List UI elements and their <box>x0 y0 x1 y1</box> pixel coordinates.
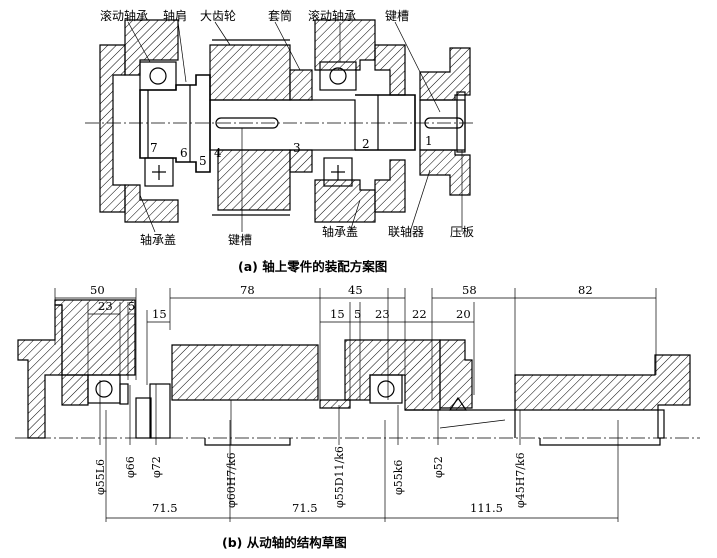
dim-111-5: 111.5 <box>470 501 503 515</box>
label-shoulder: 轴肩 <box>163 8 187 23</box>
segment-3: 3 <box>293 141 301 155</box>
dim-15-right: 15 <box>330 307 345 321</box>
sleeve <box>289 69 313 101</box>
segment-2: 2 <box>362 137 370 151</box>
left-bearing-cover <box>99 44 126 213</box>
shaft-structure-sketch: 50 23 5 15 78 45 15 5 23 22 58 20 82 <box>15 283 700 550</box>
coupling-b <box>514 354 691 411</box>
gear-keyway <box>215 117 279 129</box>
label-bearing-cover-left: 轴承盖 <box>140 232 176 247</box>
housing-left-b <box>17 304 63 439</box>
segment-7: 7 <box>150 141 158 155</box>
dim-50: 50 <box>90 283 105 297</box>
caption-b: (b) 从动轴的结构草图 <box>222 535 347 550</box>
label-sleeve: 套筒 <box>268 8 292 23</box>
label-keyway-bottom: 键槽 <box>228 233 252 247</box>
shaft-left-part <box>139 74 211 173</box>
gear-b <box>171 344 319 401</box>
label-keyway-top: 键槽 <box>385 9 409 23</box>
press-plate <box>456 91 466 153</box>
dia-55L6: φ55L6 <box>94 459 107 495</box>
bearing-left-b <box>87 374 121 404</box>
right-housing-top <box>314 19 376 71</box>
dim-71-5-left: 71.5 <box>152 501 178 515</box>
coupling-lower <box>419 149 471 196</box>
gear-keyway-b <box>204 438 291 446</box>
dia-55D11k6: φ55D11/k6 <box>333 446 346 508</box>
dim-45: 45 <box>348 283 363 297</box>
dim-82: 82 <box>578 283 593 297</box>
dia-72: φ72 <box>150 456 163 478</box>
dim-20: 20 <box>456 307 471 321</box>
bearing-right-b <box>369 374 403 404</box>
segment-4: 4 <box>214 146 222 160</box>
label-rolling-bearing-left: 滚动轴承 <box>100 8 148 23</box>
left-housing-bottom <box>124 184 179 223</box>
dim-15-left: 15 <box>152 307 167 321</box>
label-press-plate: 压板 <box>450 225 474 239</box>
dim-22: 22 <box>412 307 427 321</box>
segment-6: 6 <box>180 146 188 160</box>
diameter-labels: φ55L6 φ66 φ72 φ60H7/k6 φ55D11/k6 φ55k6 φ… <box>94 446 527 508</box>
dia-52: φ52 <box>432 456 445 478</box>
right-bearing <box>319 61 357 91</box>
coupling-keyway <box>424 117 464 129</box>
shaft-right-part <box>355 94 416 151</box>
right-bearing-cover <box>374 44 406 96</box>
segment-5: 5 <box>199 154 207 168</box>
left-bearing-ball <box>149 67 167 85</box>
dia-45H7k6: φ45H7/k6 <box>514 452 527 508</box>
bearing-cover-b <box>54 299 136 376</box>
dim-23-right: 23 <box>375 307 390 321</box>
assembly-drawing: 滚动轴承 轴肩 大齿轮 套筒 滚动轴承 键槽 轴承盖 键槽 轴承盖 联轴器 压板… <box>85 8 475 274</box>
segment-1: 1 <box>425 134 433 148</box>
dia-55k6: φ55k6 <box>392 460 405 495</box>
gear-lower <box>217 149 291 211</box>
label-bearing-cover-right: 轴承盖 <box>322 224 358 239</box>
label-coupling: 联轴器 <box>388 224 424 239</box>
dim-5-right: 5 <box>354 307 361 321</box>
dia-66: φ66 <box>124 456 137 478</box>
gear-upper <box>209 44 291 101</box>
caption-a: (a) 轴上零件的装配方案图 <box>238 259 387 274</box>
dia-60H7k6: φ60H7/k6 <box>225 452 238 508</box>
dim-58: 58 <box>462 283 477 297</box>
label-rolling-bearing-right: 滚动轴承 <box>308 8 356 23</box>
left-housing-top <box>124 19 179 76</box>
dim-71-5-right: 71.5 <box>292 501 318 515</box>
dim-78: 78 <box>240 283 255 297</box>
label-large-gear: 大齿轮 <box>200 9 236 23</box>
left-bearing <box>139 61 177 91</box>
